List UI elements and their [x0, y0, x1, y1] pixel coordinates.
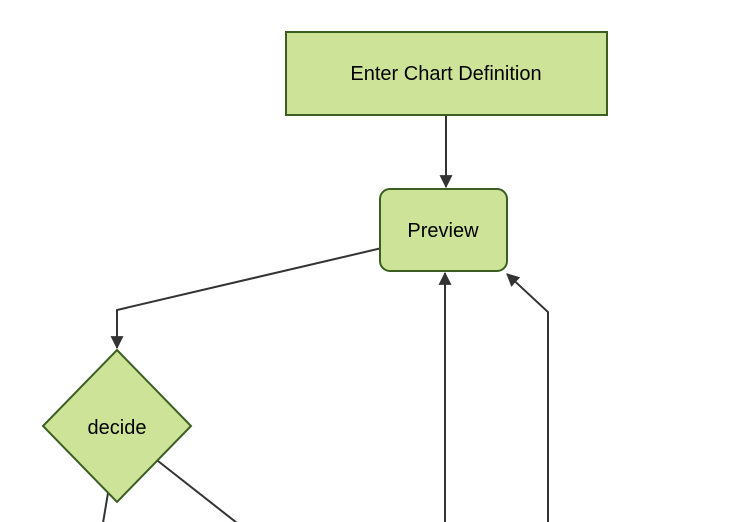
- node-preview: Preview: [379, 188, 508, 272]
- node-decide: decide: [41, 348, 193, 504]
- edge-preview-to-decide: [110, 247, 383, 350]
- node-preview-label: Preview: [407, 220, 479, 242]
- node-enter-chart-definition: Enter Chart Definition: [285, 31, 608, 116]
- node-enter-chart-definition-shape: [285, 31, 608, 116]
- edge-offscreen-right-to-preview: [506, 273, 549, 522]
- node-preview-shape: [379, 188, 508, 272]
- node-decide-label: decide: [88, 417, 147, 439]
- node-decide-shape: [41, 348, 193, 504]
- edge-decide-to-offscreen-left: [102, 492, 109, 522]
- node-enter-chart-definition-label: Enter Chart Definition: [350, 63, 541, 85]
- edge-decide-to-offscreen-right: [157, 460, 238, 522]
